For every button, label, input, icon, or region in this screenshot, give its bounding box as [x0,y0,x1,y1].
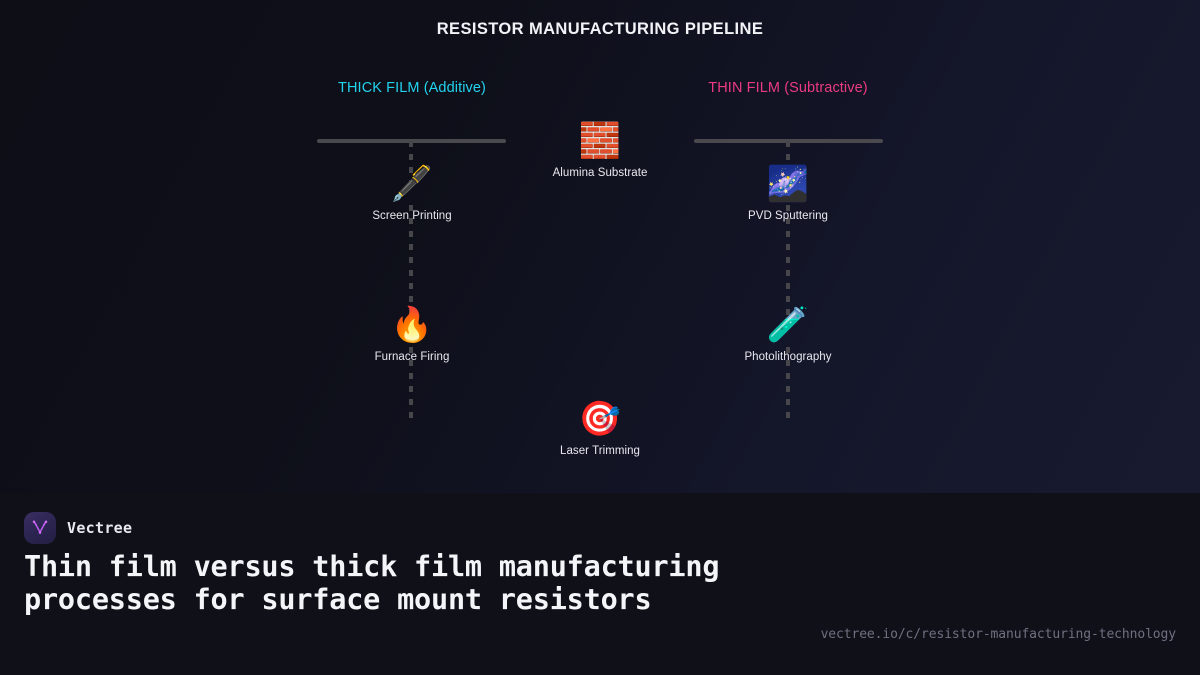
test-tube-icon: 🧪 [766,305,810,345]
target-icon: 🎯 [578,399,622,439]
connector-thin-film-3 [786,347,790,423]
node-photolithography: 🧪 Photolithography [703,304,873,363]
page-title: RESISTOR MANUFACTURING PIPELINE [436,20,764,38]
connector-thick-film-1 [409,141,413,183]
node-label: PVD Sputtering [748,210,828,222]
node-label: Laser Trimming [560,445,640,457]
node-label: Furnace Firing [374,351,450,363]
connector-thick-film-2 [409,205,413,323]
node-label: Screen Printing [372,210,452,222]
connector-thin-film-1 [786,141,790,183]
column-header-thick-film: THICK FILM (Additive) [338,80,486,96]
node-alumina-substrate: 🧱 Alumina Substrate [515,120,685,179]
pen-icon: 🖋️ [390,164,434,204]
node-furnace-firing: 🔥 Furnace Firing [327,304,497,363]
brick-icon: 🧱 [578,121,622,161]
brand-name: Vectree [67,519,133,537]
connector-thick-film-3 [409,347,413,423]
footer-url: vectree.io/c/resistor-manufacturing-tech… [820,627,1177,642]
fire-icon: 🔥 [390,305,434,345]
node-screen-printing: 🖋️ Screen Printing [327,163,497,222]
node-pvd-sputtering: 🌌 PVD Sputtering [703,163,873,222]
headline: Thin film versus thick film manufacturin… [24,550,720,616]
node-laser-trimming: 🎯 Laser Trimming [515,398,685,457]
node-label: Photolithography [744,351,832,363]
connector-thin-film-2 [786,205,790,323]
pipeline-diagram: RESISTOR MANUFACTURING PIPELINE THICK FI… [317,20,883,457]
column-header-thin-film: THIN FILM (Subtractive) [708,80,868,96]
milky-way-icon: 🌌 [766,164,810,204]
brand-row: Vectree [24,512,132,544]
vectree-logo-icon [24,512,56,544]
node-label: Alumina Substrate [552,167,648,179]
footer-bar: Vectree Thin film versus thick film manu… [0,493,1200,675]
